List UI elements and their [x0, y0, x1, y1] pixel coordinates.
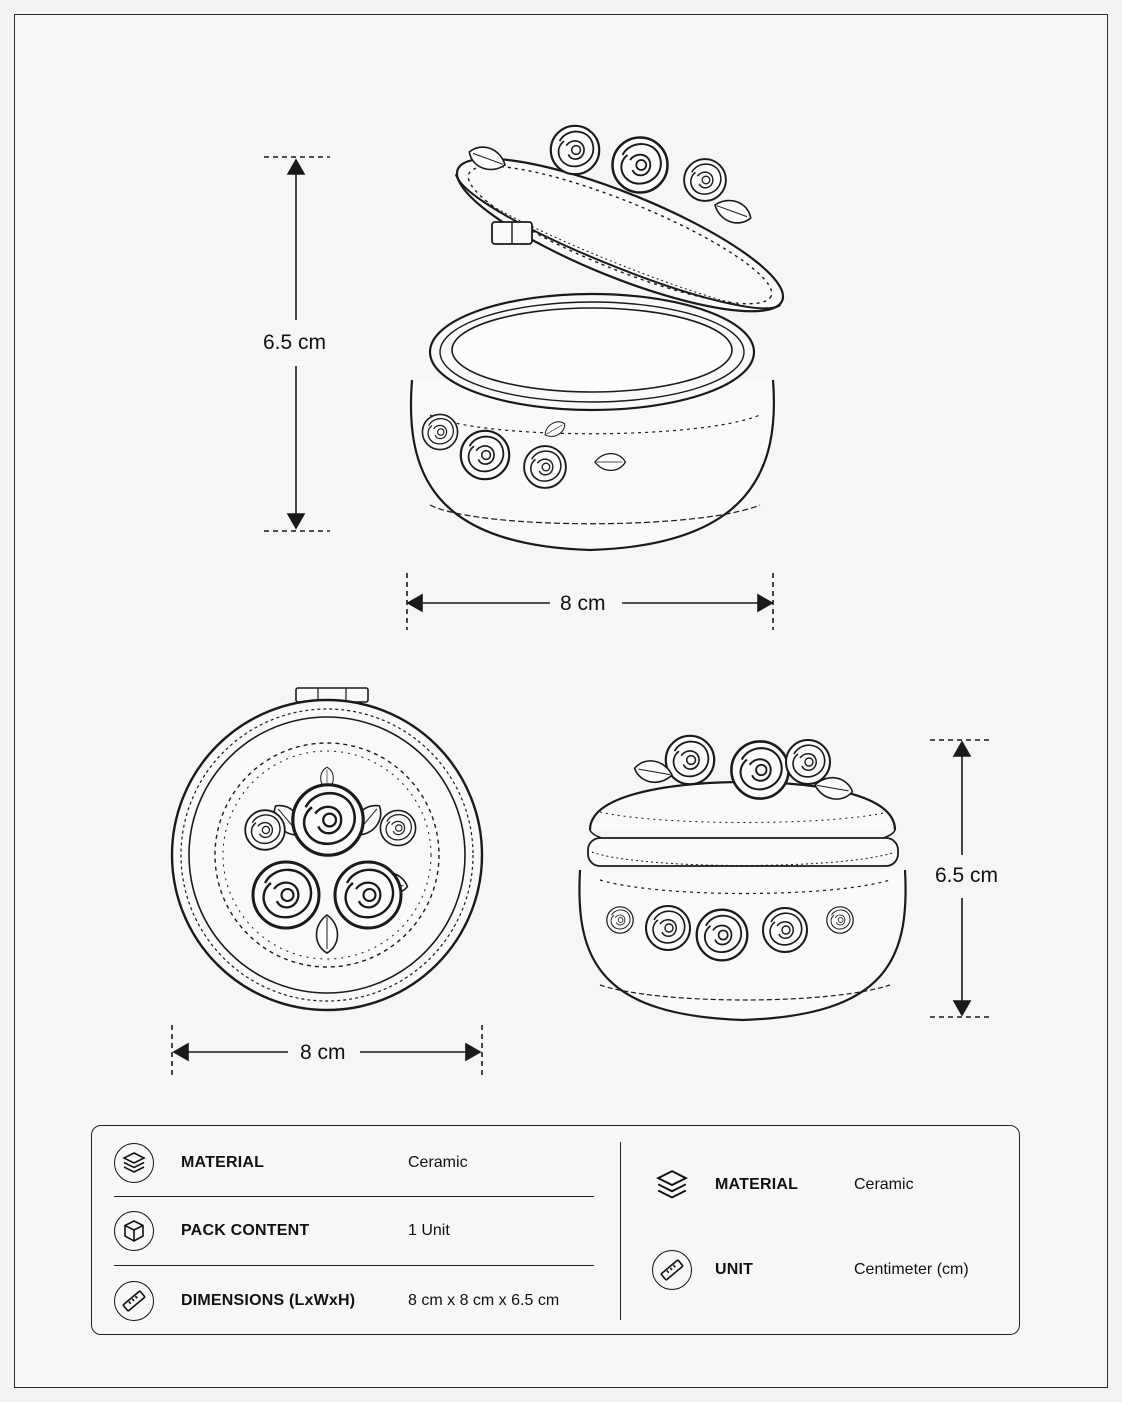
height-label-top: 6.5 cm — [255, 331, 335, 355]
spec-value: Ceramic — [408, 1154, 468, 1171]
spec-value: 1 Unit — [408, 1222, 450, 1239]
divider — [114, 1196, 594, 1198]
height-dimension-top — [264, 156, 330, 532]
spec-label: DIMENSIONS (LxWxH) — [181, 1292, 356, 1309]
height-label-bottom-right: 6.5 cm — [927, 864, 1007, 888]
spec-label: UNIT — [715, 1261, 754, 1278]
spec-label: MATERIAL — [181, 1154, 265, 1171]
box-icon — [114, 1211, 154, 1251]
ruler-icon — [114, 1281, 154, 1321]
column-divider — [620, 1142, 622, 1320]
open-box-drawing — [409, 124, 785, 552]
width-dimension-bottom-left — [171, 1025, 483, 1078]
side-view-drawing — [578, 734, 907, 1022]
spec-value: Centimeter (cm) — [854, 1261, 969, 1278]
spec-value: Ceramic — [854, 1176, 914, 1193]
spec-row-unit: UNIT Centimeter (cm) — [652, 1249, 1012, 1291]
top-view-drawing — [170, 687, 484, 1012]
width-dimension-top — [406, 573, 774, 630]
spec-row-pack-content: PACK CONTENT 1 Unit — [114, 1210, 594, 1252]
spec-label: MATERIAL — [715, 1176, 799, 1193]
spec-row-material-right: MATERIAL Ceramic — [652, 1164, 1012, 1206]
spec-value: 8 cm x 8 cm x 6.5 cm — [408, 1292, 560, 1309]
spec-label: PACK CONTENT — [181, 1222, 310, 1239]
width-label-top: 8 cm — [552, 592, 614, 616]
divider — [114, 1265, 594, 1267]
spec-panel: MATERIAL Ceramic PACK CONTENT 1 Unit DIM… — [91, 1125, 1020, 1335]
height-dimension-bottom-right — [930, 739, 990, 1018]
layers-icon — [114, 1143, 154, 1183]
spec-row-dimensions: DIMENSIONS (LxWxH) 8 cm x 8 cm x 6.5 cm — [114, 1280, 594, 1322]
ruler-icon — [652, 1250, 692, 1290]
layers-icon — [652, 1165, 692, 1205]
spec-row-material: MATERIAL Ceramic — [114, 1142, 594, 1184]
width-label-bottom-left: 8 cm — [292, 1041, 354, 1065]
